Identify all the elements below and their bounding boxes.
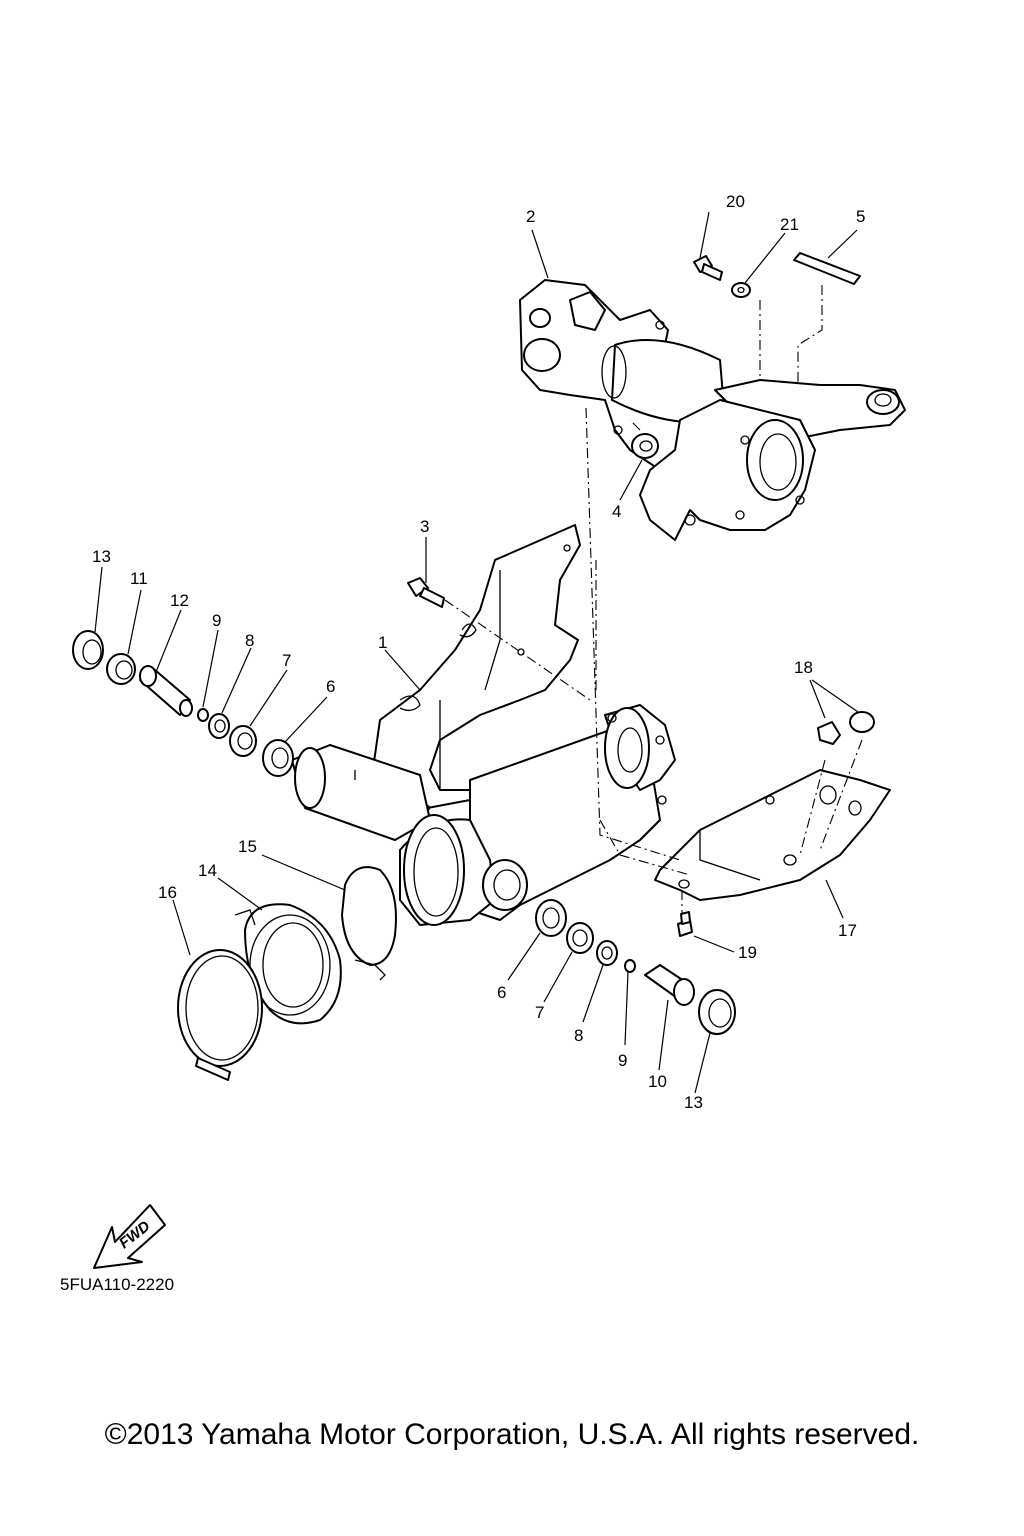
callout-7-right: 7 [535, 1003, 544, 1022]
part-5-label [793, 252, 861, 285]
part-3-bolt [407, 577, 445, 608]
part-21-washer [731, 282, 751, 298]
leader-lines [94, 211, 859, 1094]
part-18-rubber-caps [817, 711, 875, 745]
callout-13-right: 13 [684, 1093, 703, 1112]
callout-12: 12 [170, 591, 189, 610]
callout-5: 5 [856, 207, 865, 226]
callout-18: 18 [794, 658, 813, 677]
part-code: 5FUA110-2220 [60, 1275, 174, 1294]
clip-lower [399, 695, 421, 712]
part-8-seal-left [208, 713, 230, 739]
part-14-boot [234, 903, 342, 1025]
part-19-bolt [677, 911, 693, 937]
callout-1: 1 [378, 633, 387, 652]
part-20-bolt [693, 255, 723, 281]
callout-13-left: 13 [92, 547, 111, 566]
part-8-seal-right [596, 940, 618, 966]
part-1-swingarm [291, 524, 676, 926]
callout-14: 14 [198, 861, 217, 880]
assembly-lines [444, 285, 863, 915]
callout-7-left: 7 [282, 651, 291, 670]
part-11-collar [106, 653, 136, 685]
part-16-clamp [177, 949, 263, 1081]
callout-16: 16 [158, 883, 177, 902]
part-9-oring-right [624, 959, 636, 973]
copyright-notice: ©2013 Yamaha Motor Corporation, U.S.A. A… [104, 1418, 920, 1451]
callout-15: 15 [238, 837, 257, 856]
callout-21: 21 [780, 215, 799, 234]
clip-upper [459, 623, 477, 638]
callout-10: 10 [648, 1072, 667, 1091]
part-9-oring-left [197, 708, 209, 722]
callout-8-left: 8 [245, 631, 254, 650]
callout-17: 17 [838, 921, 857, 940]
part-6-bearing-right [535, 899, 567, 937]
part-15-oring [341, 866, 397, 981]
part-13-cap-right [698, 989, 736, 1035]
callout-11: 11 [130, 569, 148, 588]
callout-4: 4 [612, 502, 621, 521]
callout-8-right: 8 [574, 1026, 583, 1045]
callout-9-right: 9 [618, 1051, 627, 1070]
part-2-housing [519, 279, 906, 541]
part-4-nut [631, 433, 659, 459]
part-13-cap-left [72, 630, 104, 670]
callout-9-left: 9 [212, 611, 221, 630]
callout-6-left: 6 [326, 677, 335, 696]
fwd-arrow-icon: FWD [93, 1204, 166, 1269]
part-12-pivot-shaft [139, 665, 193, 717]
callouts: 2 20 21 5 4 3 13 11 12 9 8 1 7 18 6 15 1… [92, 192, 865, 1112]
part-17-guard-plate [654, 769, 891, 901]
part-7-spacer-right [566, 922, 594, 954]
callout-20: 20 [726, 192, 745, 211]
callout-2: 2 [526, 207, 535, 226]
callout-19: 19 [738, 943, 757, 962]
callout-6-right: 6 [497, 983, 506, 1002]
part-10-shaft [644, 964, 695, 1006]
part-6-bearing-left [262, 739, 294, 777]
part-7-spacer-left [229, 725, 257, 757]
callout-3: 3 [420, 517, 429, 536]
